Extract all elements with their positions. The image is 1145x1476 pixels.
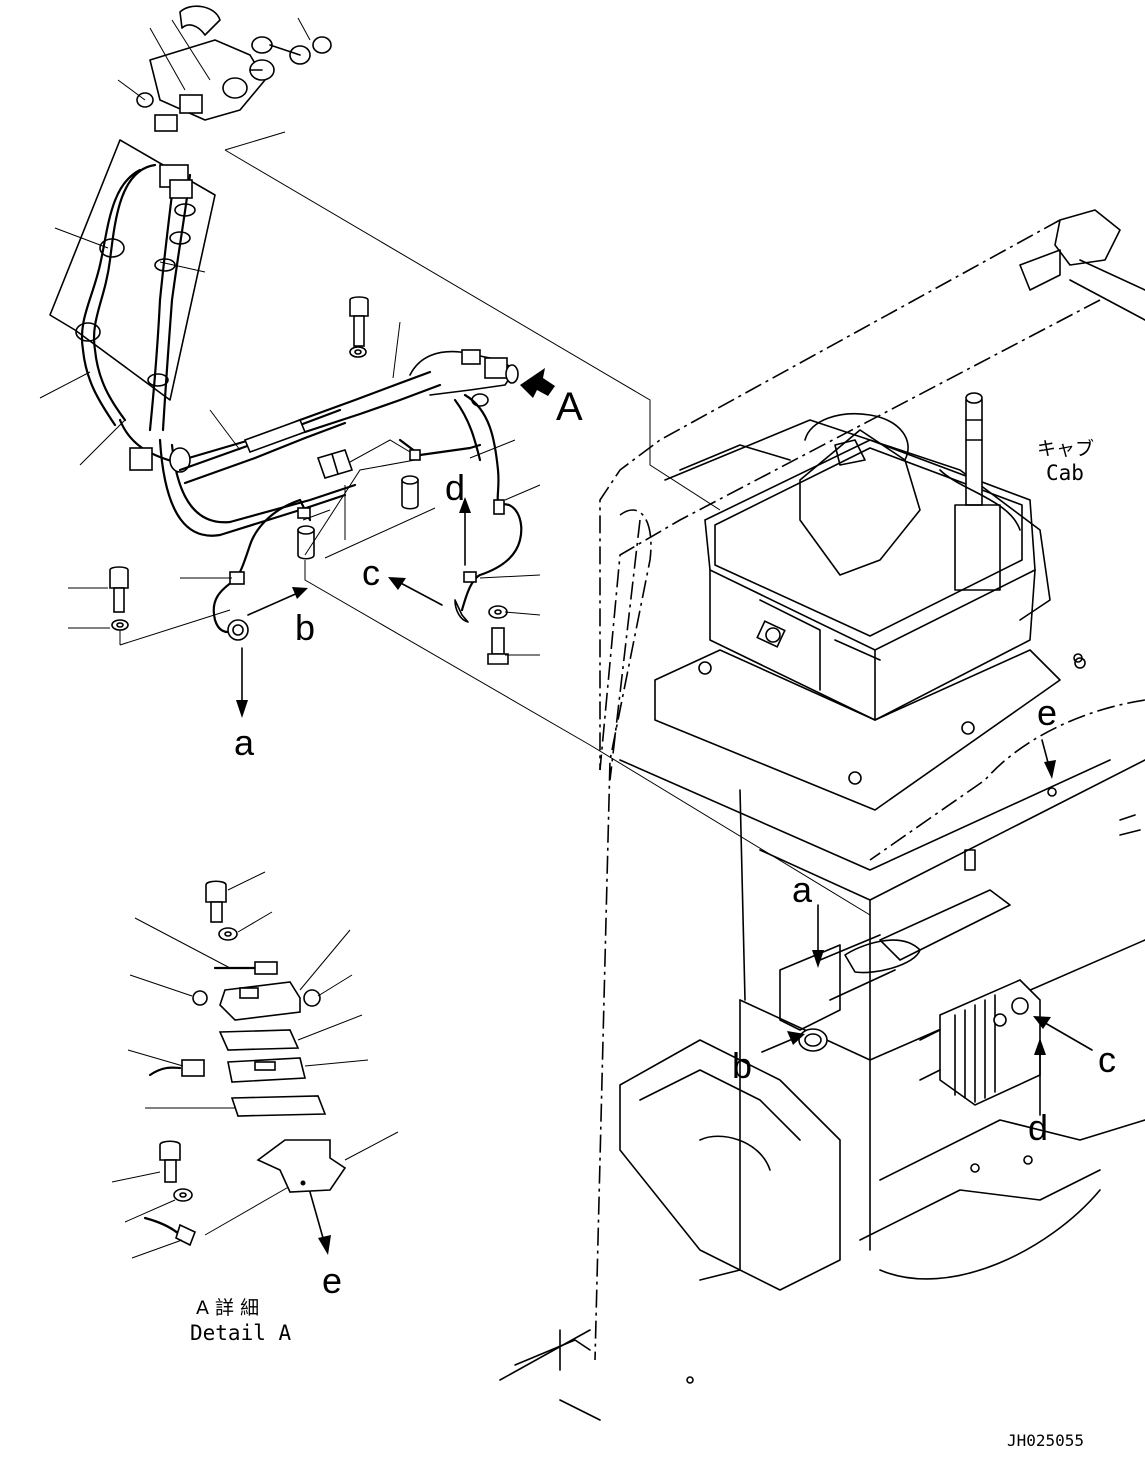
- detail-title-en: Detail A: [190, 1321, 292, 1345]
- wiring-harness: [39, 5, 541, 665]
- reference-arrows-upper: [236, 497, 471, 718]
- detail-A-parts: [111, 871, 399, 1259]
- ref-label-c-machine: c: [1098, 1039, 1116, 1080]
- cab-label-en: Cab: [1046, 461, 1084, 485]
- detail-title-jp: A 詳 細: [196, 1297, 259, 1319]
- connection-leaders: [204, 149, 871, 1236]
- ref-label-e-detail: e: [322, 1260, 342, 1301]
- ref-label-a-upper: a: [234, 722, 255, 763]
- cab-frame: [499, 209, 1145, 1421]
- drawing-code: JH025055: [1007, 1431, 1084, 1450]
- ref-label-b-machine: b: [732, 1045, 752, 1086]
- ref-label-c-upper: c: [362, 552, 380, 593]
- view-arrow-A: [520, 368, 555, 398]
- ref-label-b-upper: b: [295, 607, 315, 648]
- ref-label-d-upper: d: [445, 467, 465, 508]
- view-label-A: A: [556, 385, 583, 429]
- ref-label-d-machine: d: [1028, 1107, 1048, 1148]
- cab-label-jp: キャブ: [1037, 437, 1094, 460]
- ref-label-e-machine: e: [1037, 692, 1057, 733]
- reference-arrow-detail: [309, 1191, 331, 1255]
- reference-arrows-machine: [761, 739, 1093, 1116]
- ref-label-a-machine: a: [792, 869, 813, 910]
